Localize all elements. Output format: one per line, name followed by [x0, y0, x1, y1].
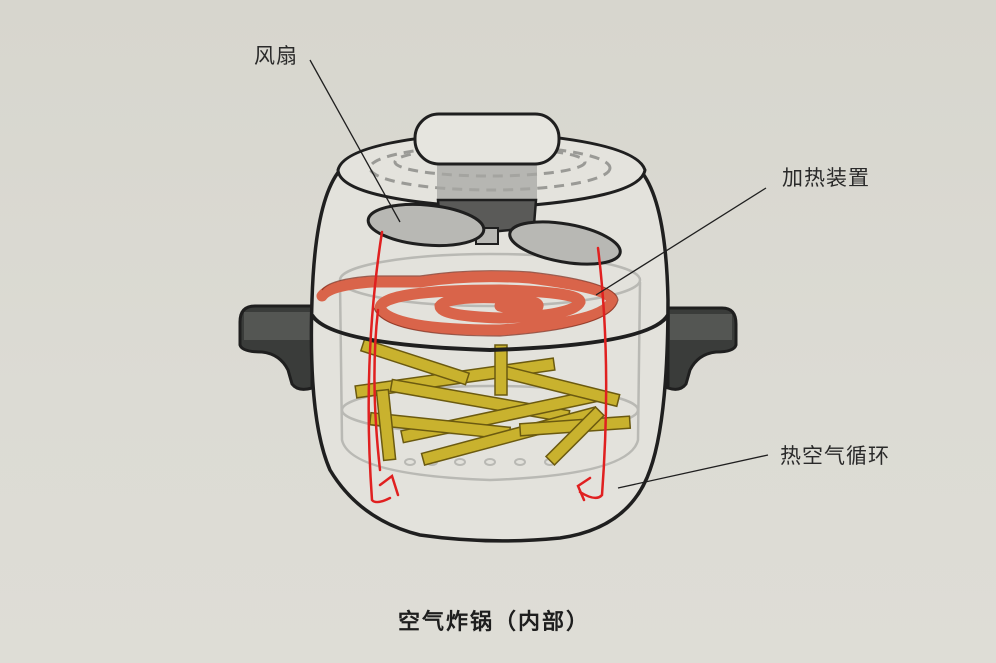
- right-handle: [666, 306, 738, 391]
- heater-leader-line: [595, 187, 767, 296]
- left-handle: [238, 304, 314, 391]
- hot-air-circulation-label: 热空气循环: [780, 444, 890, 468]
- fan-blades: [366, 202, 622, 266]
- hot-air-leader-line: [617, 454, 769, 489]
- heater-label: 加热装置: [782, 166, 870, 190]
- fan-leader-line: [309, 59, 401, 223]
- lid-knob: [413, 112, 561, 166]
- hot-air-arrows: [367, 230, 608, 504]
- fan-label: 风扇: [254, 44, 298, 68]
- diagram-caption: 空气炸锅（内部）: [398, 610, 591, 635]
- body-rim: [310, 313, 670, 353]
- french-fries: [354, 338, 632, 467]
- heating-coil: [316, 271, 618, 336]
